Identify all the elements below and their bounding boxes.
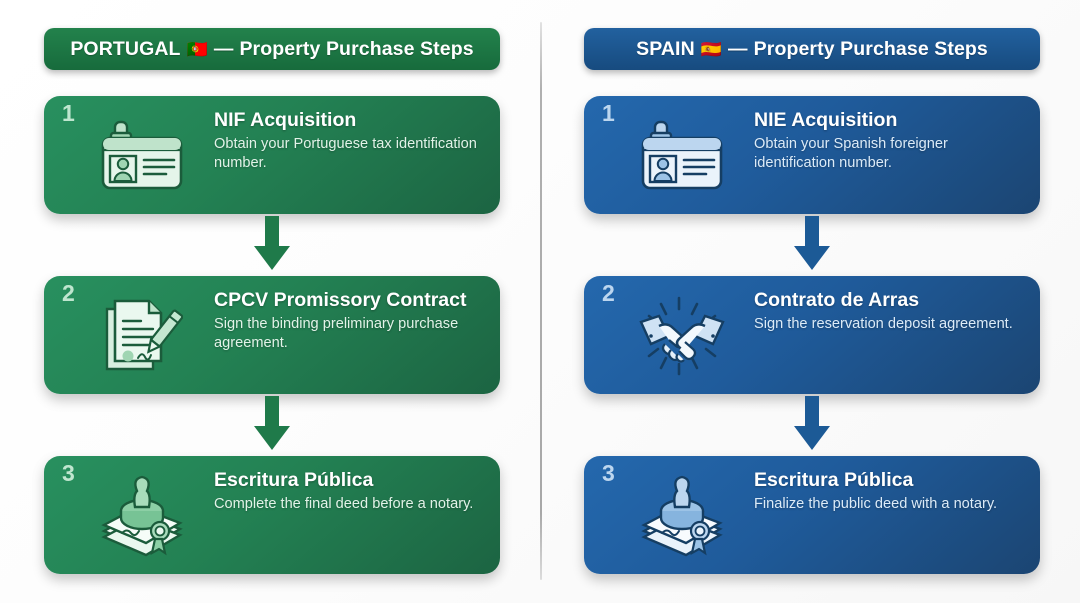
spain-flag-icon: 🇪🇸	[700, 39, 723, 59]
step-title: Escritura Pública	[214, 469, 374, 491]
step-description: Obtain your Spanish foreigner identifica…	[754, 135, 948, 171]
step-text: Escritura Pública Complete the final dee…	[214, 469, 486, 514]
step-number: 2	[62, 280, 75, 306]
step-description: Obtain your Portuguese tax identificatio…	[214, 135, 477, 171]
step-card-portugal-2: 2 CPCV Promissory Contract	[44, 276, 500, 394]
step-text: NIE Acquisition Obtain your Spanish fore…	[754, 109, 1026, 172]
step-card-portugal-3: 3 Escritura Pública Complete the fi	[44, 456, 500, 574]
notary-stamp-icon	[94, 472, 190, 560]
step-text: Escritura Pública Finalize the public de…	[754, 469, 1026, 514]
step-description: Complete the final deed before a notary.	[214, 495, 474, 512]
step-description: Sign the binding preliminary purchase ag…	[214, 315, 459, 351]
column-portugal: PORTUGAL 🇵🇹 — Property Purchase Steps 1	[22, 0, 522, 603]
step-description: Sign the reservation deposit agreement.	[754, 315, 1013, 332]
header-dash: —	[213, 37, 234, 60]
step-number: 1	[602, 100, 615, 126]
column-divider	[540, 22, 542, 580]
header-dash: —	[728, 37, 748, 60]
header-country-label: PORTUGAL	[70, 37, 181, 60]
step-card-spain-2: 2 Contrato de Arras	[584, 276, 1040, 394]
step-number: 1	[62, 100, 75, 126]
step-card-spain-3: 3 Escritura Pública Finalize the pu	[584, 456, 1040, 574]
portugal-flag-icon: 🇵🇹	[186, 39, 208, 59]
step-text: CPCV Promissory Contract Sign the bindin…	[214, 289, 486, 352]
contract-pen-icon	[94, 292, 190, 380]
arrow-down-icon	[789, 216, 835, 272]
step-title: Contrato de Arras	[754, 289, 920, 311]
step-card-portugal-1: 1 NIF Acquisition Obtain your Portuguese…	[44, 96, 500, 214]
header-country-label: SPAIN	[636, 37, 695, 60]
arrow-down-icon	[249, 396, 295, 452]
step-text: NIF Acquisition Obtain your Portuguese t…	[214, 109, 486, 172]
arrow-down-icon	[249, 216, 295, 272]
handshake-icon	[634, 292, 730, 380]
arrow-down-icon	[789, 396, 835, 452]
header-spain: SPAIN 🇪🇸 — Property Purchase Steps	[584, 28, 1040, 70]
step-card-spain-1: 1 NIE Acquisition Obtain your Spanish fo…	[584, 96, 1040, 214]
id-card-icon	[94, 112, 190, 200]
step-number: 2	[602, 280, 615, 306]
header-title: Property Purchase Steps	[753, 37, 988, 60]
column-spain: SPAIN 🇪🇸 — Property Purchase Steps 1	[562, 0, 1062, 603]
step-number: 3	[602, 460, 615, 486]
step-title: CPCV Promissory Contract	[214, 289, 467, 311]
step-number: 3	[62, 460, 75, 486]
header-portugal: PORTUGAL 🇵🇹 — Property Purchase Steps	[44, 28, 500, 70]
step-title: NIE Acquisition	[754, 109, 898, 131]
step-description: Finalize the public deed with a notary.	[754, 495, 998, 512]
id-card-icon	[634, 112, 730, 200]
notary-stamp-icon	[634, 472, 730, 560]
step-text: Contrato de Arras Sign the reservation d…	[754, 289, 1026, 334]
header-title: Property Purchase Steps	[239, 37, 474, 60]
step-title: Escritura Pública	[754, 469, 914, 491]
step-title: NIF Acquisition	[214, 109, 357, 131]
